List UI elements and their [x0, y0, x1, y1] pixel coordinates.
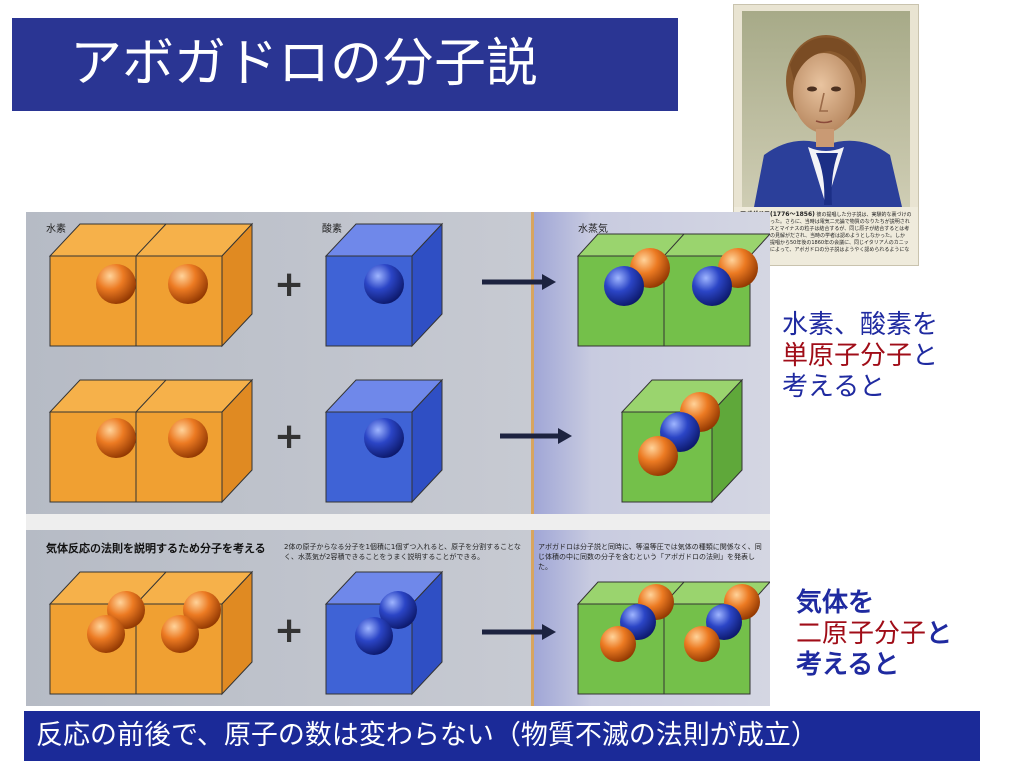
row2-hydrogen-box	[48, 378, 254, 504]
avogadro-portrait-image	[742, 11, 910, 207]
section-heading: 気体反応の法則を説明するため分子を考える	[46, 541, 266, 555]
row3-oxygen-box	[324, 570, 444, 696]
section-text-left: 2体の原子からなる分子を1個積に1個ずつ入れると、原子を分割することなく、水蒸気…	[284, 543, 521, 561]
note-single-line1: 水素、酸素を	[782, 310, 939, 340]
note-double-line2-rest: と	[926, 619, 953, 649]
plus-sign-1: +	[274, 264, 304, 305]
note-double-emphasis: 二原子分子	[796, 619, 927, 649]
note-single-line3: 考えると	[782, 372, 886, 402]
reaction-arrow-3	[482, 624, 556, 640]
note-single-line2: 単原子分子と	[782, 341, 938, 372]
conclusion-banner: 反応の前後で、原子の数は変わらない（物質不滅の法則が成立）	[24, 711, 980, 761]
molecule-reaction-figure: 水素 酸素 水蒸気 +	[26, 212, 772, 706]
note-diatomic: 気体を 二原子分子と 考えると	[796, 588, 952, 681]
plus-sign-2: +	[274, 416, 304, 457]
row2-water-vapor-box	[620, 378, 744, 504]
label-water-vapor: 水蒸気	[578, 222, 608, 235]
portrait-caption-name: アボガドロ(1776〜1856)	[740, 211, 815, 218]
section-text-right: アボガドロは分子説と同時に、等温等圧では気体の種類に関係なく、同じ体積の中に同数…	[538, 543, 762, 571]
row3-hydrogen-box	[48, 570, 254, 696]
note-single-emphasis: 単原子分子	[782, 341, 913, 371]
note-double-line3: 考えると	[796, 650, 900, 680]
slide-title: アボガドロの分子説	[12, 18, 678, 111]
row1-water-vapor-box	[576, 233, 772, 347]
reaction-arrow-1	[482, 274, 556, 290]
reaction-diagram: 水素 酸素 水蒸気 +	[26, 212, 772, 706]
row3-water-vapor-box	[576, 581, 772, 695]
label-oxygen: 酸素	[322, 222, 342, 235]
row2-oxygen-box	[324, 378, 444, 504]
reaction-arrow-2	[500, 428, 572, 444]
note-double-line1: 気体を	[796, 588, 875, 618]
note-single-line2-rest: と	[912, 341, 939, 371]
row1-hydrogen-box	[48, 222, 254, 348]
note-double-line2: 二原子分子と	[796, 619, 952, 650]
label-hydrogen: 水素	[46, 222, 66, 235]
row1-oxygen-box	[324, 222, 444, 348]
note-single-atom: 水素、酸素を 単原子分子と 考えると	[782, 310, 938, 403]
plus-sign-3: +	[274, 610, 304, 651]
